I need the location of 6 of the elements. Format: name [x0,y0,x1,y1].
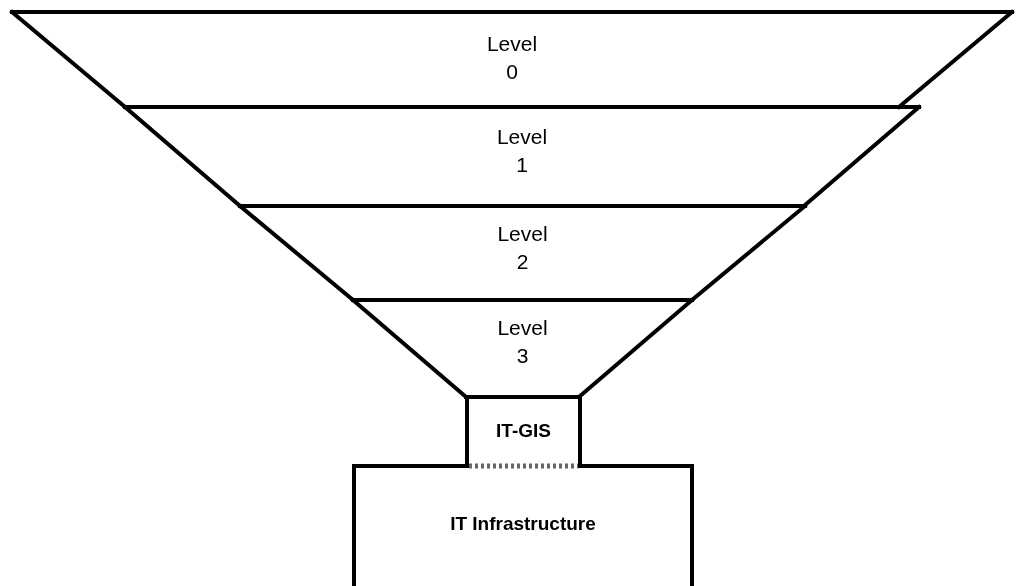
level-label: Level 1 [495,124,549,178]
level-label: Level 3 [496,315,549,369]
level-label: Level 2 [496,221,549,275]
level-label: Level 0 [485,31,539,85]
box-label: IT Infrastructure [449,512,597,536]
box-label: IT-GIS [495,419,552,443]
